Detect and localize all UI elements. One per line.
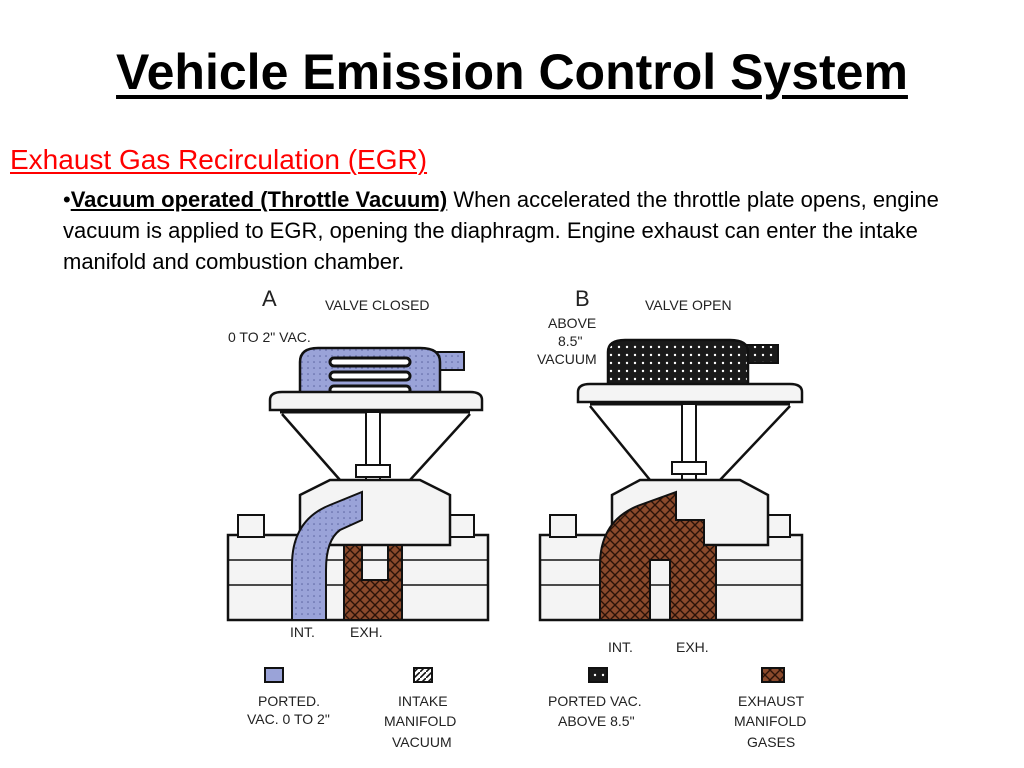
panel-b-exhaust-flow [599,490,717,621]
panel-b-exh-label: EXH. [676,639,709,655]
panel-b-state: VALVE OPEN [645,297,732,313]
bullet-text: When accelerated the throttle plate open… [63,187,939,274]
legend-label: INTAKE [398,693,448,709]
panel-a-vacuum: 0 TO 2" VAC. [228,329,311,345]
bullet-marker: • [63,187,71,212]
panel-b-diaphragm [576,382,804,404]
panel-a-int-label: INT. [290,624,315,640]
legend-label: EXHAUST [738,693,805,709]
legend-swatch-exhaust-gases [761,667,785,683]
legend-label: MANIFOLD [734,713,806,729]
panel-a-diaphragm [268,390,484,412]
legend-item-ported-vac-high: PORTED VAC. ABOVE 8.5" [548,667,642,729]
panel-b-vacuum-line2: 8.5" [558,333,582,349]
legend-item-exhaust-gases: EXHAUST MANIFOLD GASES [734,667,806,750]
panel-a-exh-label: EXH. [350,624,383,640]
bullet-paragraph: •Vacuum operated (Throttle Vacuum) When … [63,184,983,277]
panel-b-int-label: INT. [608,639,633,655]
panel-a-letter: A [262,286,277,311]
panel-b-bolt-left [549,514,577,538]
panel-a-bolt-left [237,514,265,538]
slide-title-text: Vehicle Emission Control System [116,44,908,100]
legend-label: PORTED. [258,693,320,709]
legend-label: PORTED VAC. [548,693,642,709]
panel-b-vacuum-line3: VACUUM [537,351,597,367]
panel-b: B VALVE OPEN ABOVE 8.5" VACUUM INT. EXH. [537,286,804,655]
legend-swatch-intake-vacuum [413,667,433,683]
panel-a-intake-passage [291,490,363,621]
panel-b-letter: B [575,286,590,311]
panel-a: A VALVE CLOSED 0 TO 2" VAC. IN [226,286,490,640]
legend-item-intake-vacuum: INTAKE MANIFOLD VACUUM [384,667,456,750]
legend-item-ported-vac: PORTED. VAC. 0 TO 2" [247,667,330,727]
legend-swatch-ported-vac [264,667,284,683]
legend-label: MANIFOLD [384,713,456,729]
bullet-lead: Vacuum operated (Throttle Vacuum) [70,187,448,212]
legend-label: ABOVE 8.5" [558,713,635,729]
panel-b-vacuum-line1: ABOVE [548,315,596,331]
panel-a-exhaust-passage [343,544,403,621]
legend: PORTED. VAC. 0 TO 2" INTAKE MANIFOLD VAC… [247,667,806,750]
panel-a-spring [328,356,412,396]
panel-a-bolt-right [447,514,475,538]
panel-b-diaphragm-chamber [606,338,750,387]
egr-subtitle: Exhaust Gas Recirculation (EGR) [10,144,428,175]
slide-title: Vehicle Emission Control System [0,42,1024,102]
legend-label: GASES [747,734,795,750]
legend-label: VAC. 0 TO 2" [247,711,330,727]
legend-swatch-ported-vac-high [588,667,608,683]
legend-label: VACUUM [392,734,452,750]
panel-a-state: VALVE CLOSED [325,297,430,313]
